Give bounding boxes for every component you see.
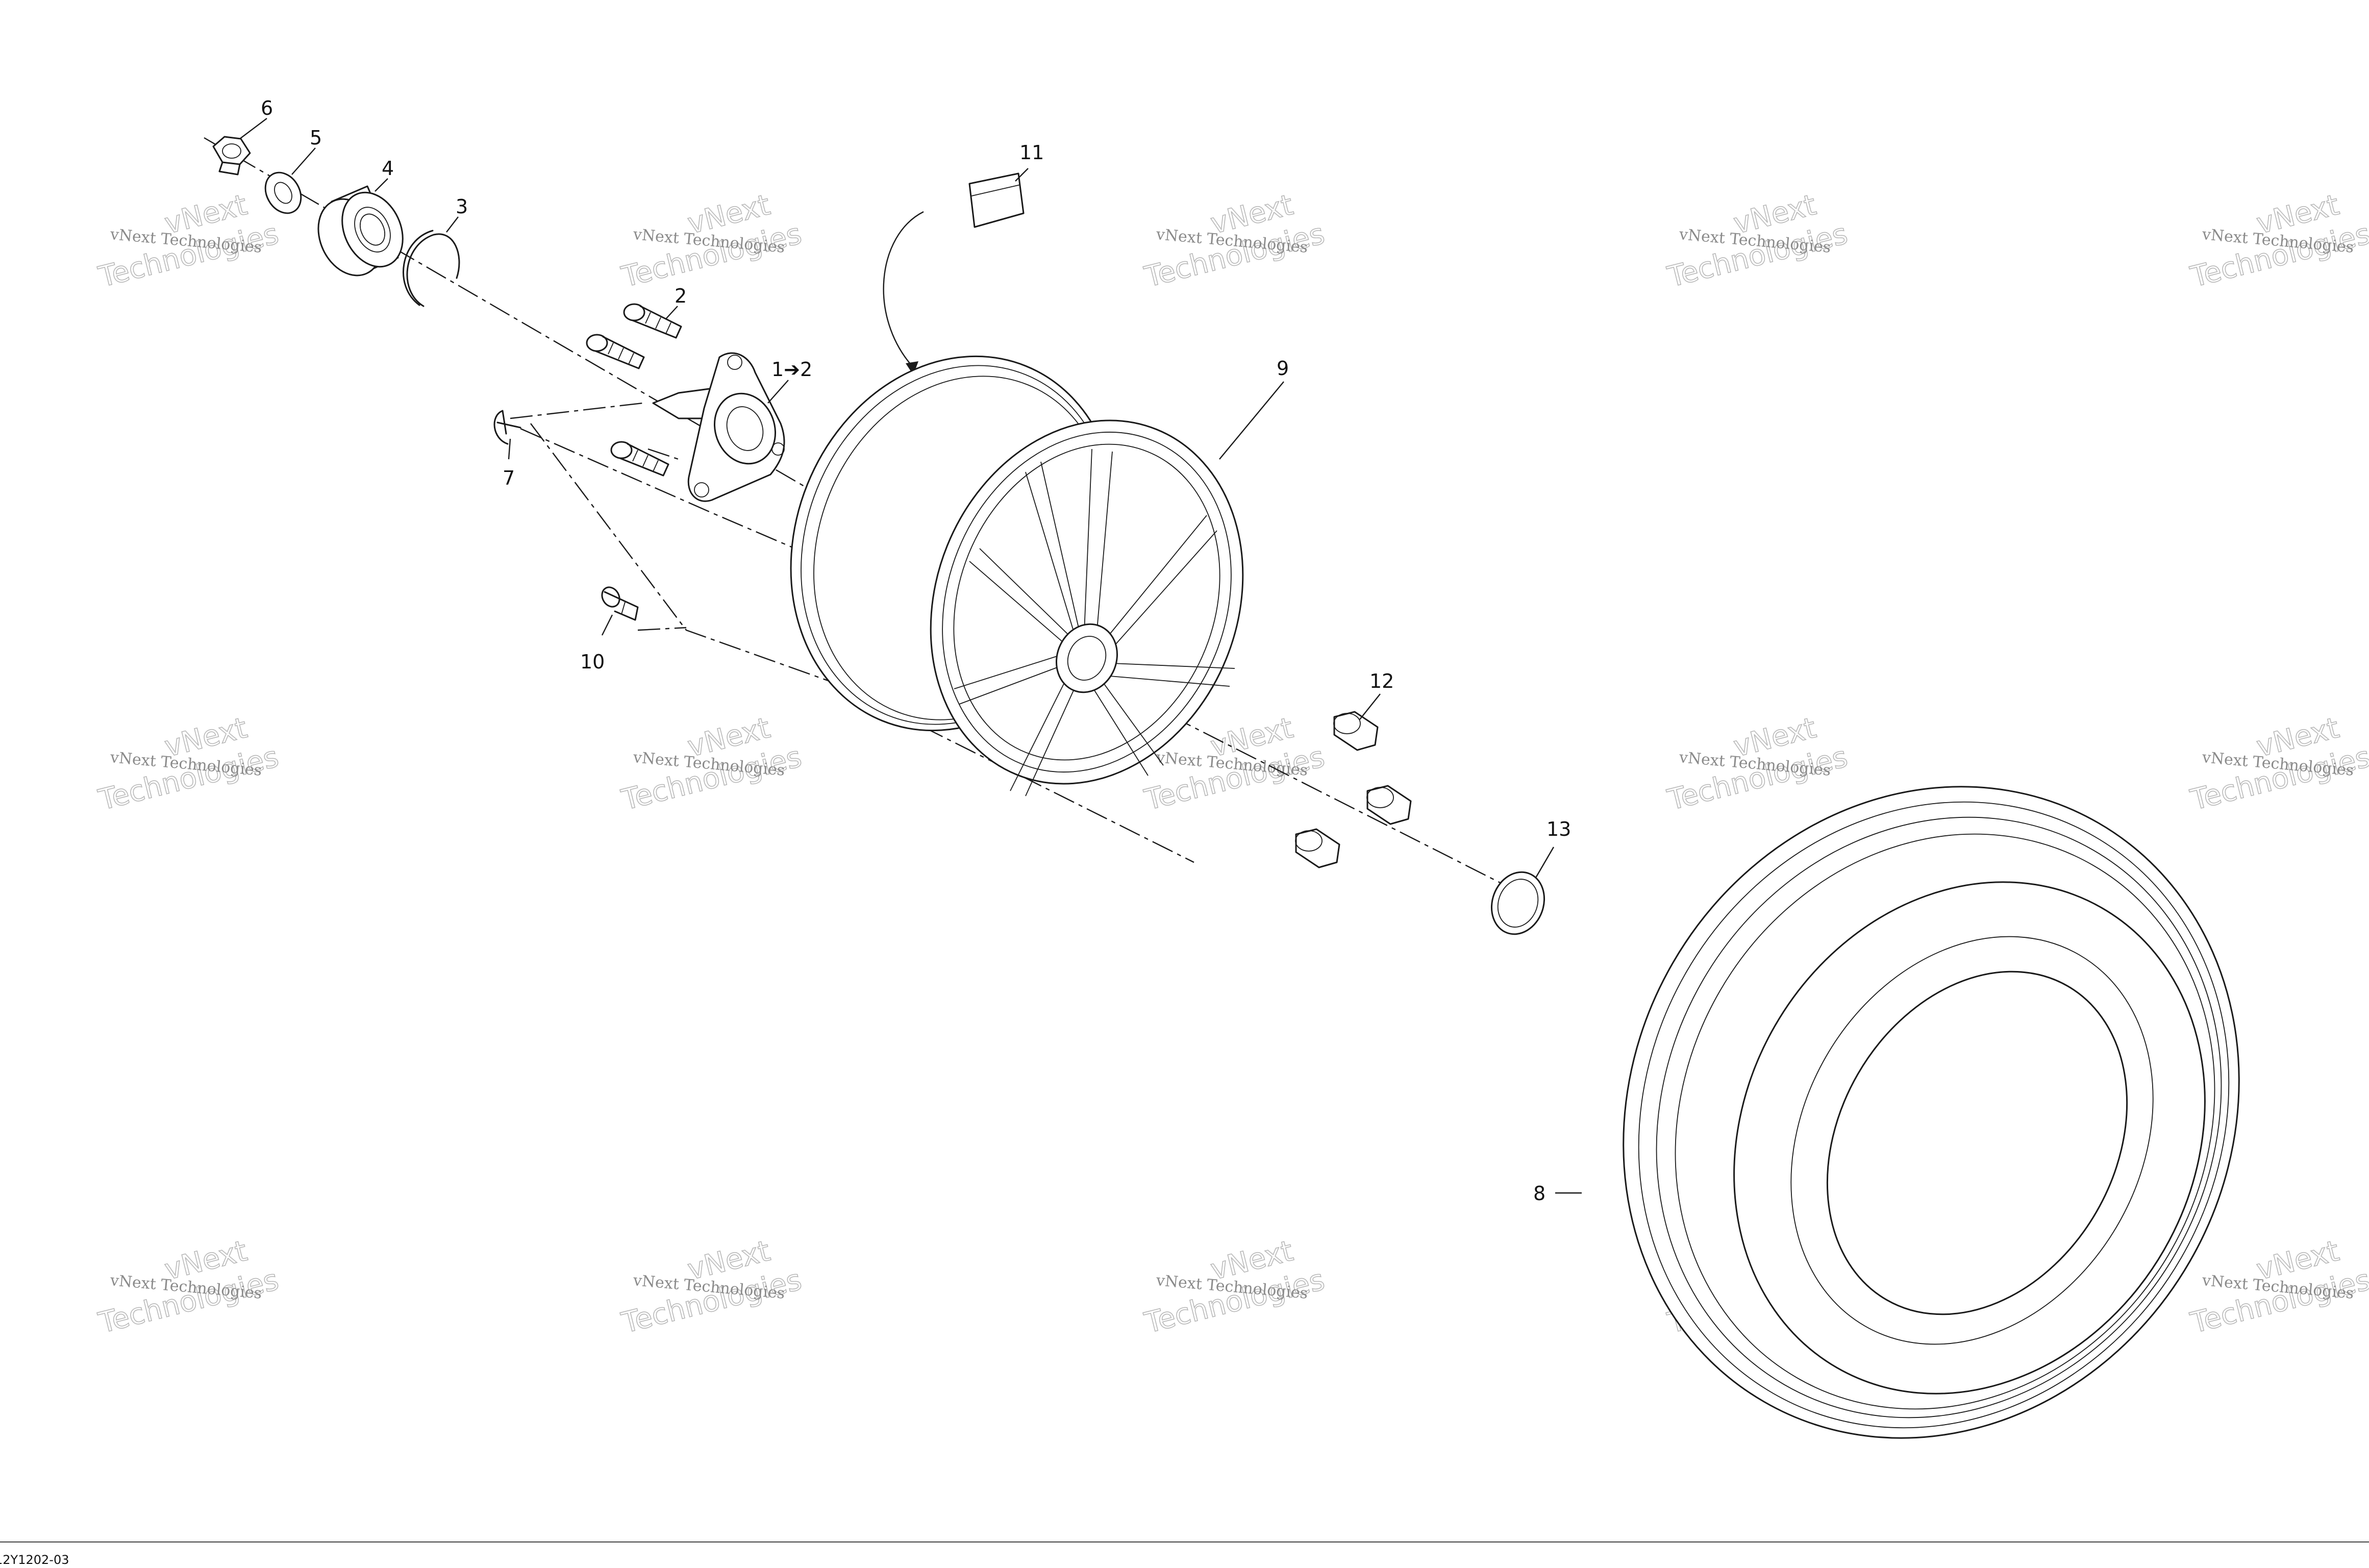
callout-3: 3: [456, 195, 468, 218]
callout-4: 4: [382, 157, 394, 180]
callout-10: 10: [580, 651, 605, 673]
wheel-hub-part-1: [652, 352, 785, 502]
bearing-part-4: [317, 185, 404, 277]
lug-nut-part-12-c: [1295, 828, 1340, 868]
tire-part-8: [1623, 786, 2240, 1439]
wheel-stud-part-2-lower: [610, 441, 669, 477]
callout-labels: 6 5 4 3 2 1➔2 7 10 11 9 12 13 8: [261, 97, 1571, 1205]
drawing-code: 12Y1202-03: [0, 1553, 69, 1567]
callout-8: 8: [1533, 1182, 1545, 1205]
hex-nut-part-6: [212, 136, 251, 176]
lug-nut-part-12-a: [1333, 711, 1379, 751]
callout-7: 7: [503, 467, 515, 489]
callout-1: 1➔2: [771, 358, 812, 381]
callout-6: 6: [261, 97, 273, 119]
wheel-stud-part-2-middle: [586, 334, 645, 369]
rim-part-9: [790, 355, 1244, 797]
valve-stem-part-10: [601, 586, 639, 621]
wheel-stud-part-2-upper: [623, 303, 682, 339]
balance-weight-part-11: [968, 172, 1025, 228]
lug-nut-part-12-b: [1366, 785, 1412, 825]
rim-spokes: [954, 449, 1235, 797]
leader-lines: [239, 118, 1582, 1194]
callout-12: 12: [1369, 670, 1394, 692]
callout-2: 2: [675, 285, 687, 307]
washer-part-5: [264, 171, 302, 214]
weight-placement-arrow: [883, 211, 924, 375]
clip-part-7: [493, 410, 521, 445]
callout-11: 11: [1019, 141, 1044, 164]
callout-13: 13: [1547, 818, 1571, 840]
footer: 12Y1202-03: [0, 1541, 2369, 1567]
retaining-ring-part-3: [403, 230, 460, 307]
center-cap-part-13: [1490, 871, 1545, 935]
callout-5: 5: [310, 127, 322, 149]
callout-9: 9: [1277, 357, 1289, 380]
